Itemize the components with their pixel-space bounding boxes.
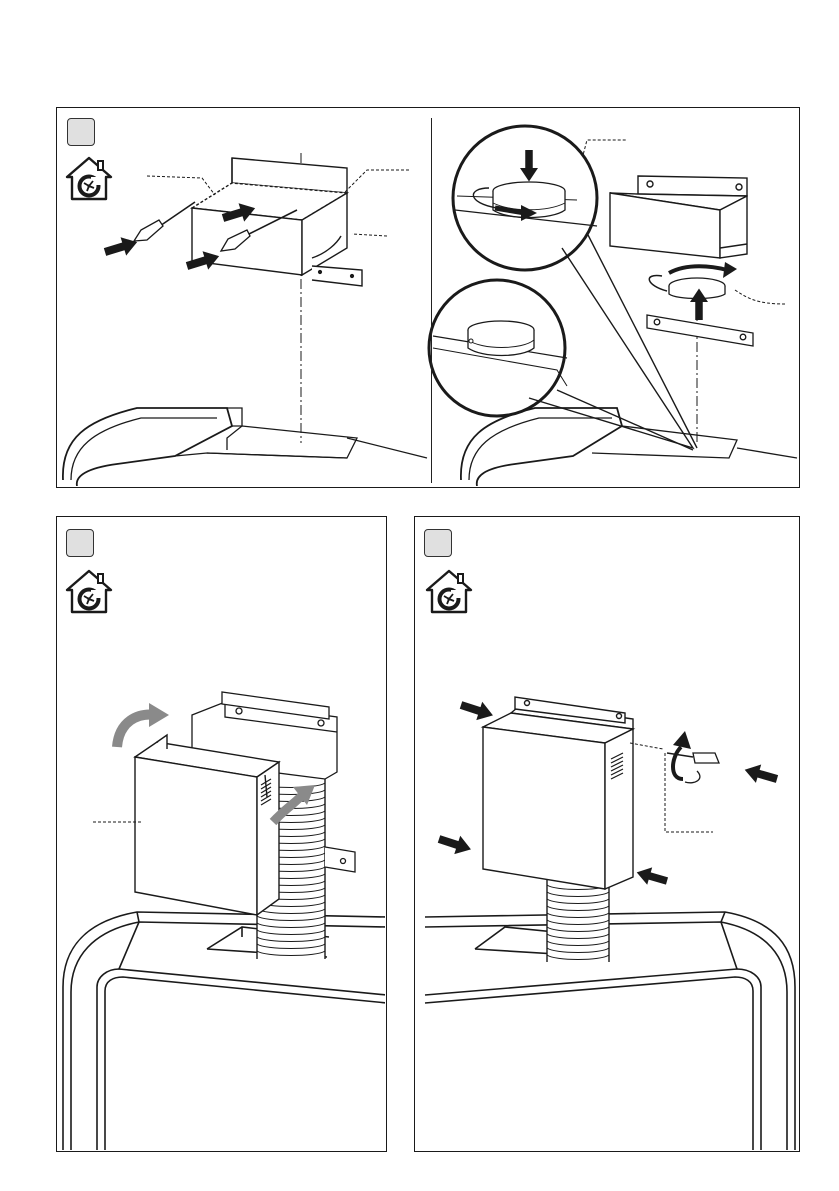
panel-divider xyxy=(431,118,432,483)
rotate-arrow-ring xyxy=(649,276,667,291)
house-recirculation-icon xyxy=(427,571,471,612)
callout-line-1 xyxy=(147,176,215,195)
hood-top-right-sub xyxy=(461,408,797,486)
push-arrow-1 xyxy=(102,233,140,261)
duct-box-left xyxy=(192,158,362,286)
push-arrow-top-br xyxy=(458,696,496,725)
hood-body-br xyxy=(425,912,795,1150)
zoom-circle-bottom xyxy=(429,280,567,416)
zoom-circle-top xyxy=(453,126,597,270)
instruction-panel-top xyxy=(56,107,800,488)
rotate-arrow-ring-top xyxy=(669,266,727,273)
hood-top-left-sub xyxy=(63,408,427,486)
hood-body-bl xyxy=(63,912,385,1150)
bottom-right-illustration xyxy=(415,517,798,1150)
screw-path xyxy=(630,743,663,749)
bottom-left-illustration xyxy=(57,517,385,1150)
callout-ring xyxy=(735,290,785,304)
push-arrow-bottom-br xyxy=(634,864,669,890)
screwdriver-icon-upper xyxy=(134,202,195,241)
callout-line-2 xyxy=(345,170,409,192)
duct-box-right xyxy=(610,176,747,258)
house-recirculation-icon xyxy=(67,571,111,612)
cover-panel-bl xyxy=(135,735,279,915)
callout-line-3 xyxy=(352,234,387,236)
push-arrow-right-br xyxy=(742,761,780,789)
cover-body-br xyxy=(483,697,633,889)
instruction-panel-bottom-right xyxy=(414,516,800,1152)
rotate-arrow-br xyxy=(673,747,683,779)
house-recirculation-icon xyxy=(67,158,111,199)
push-arrow-left-br xyxy=(436,830,474,859)
instruction-panel-bottom-left xyxy=(56,516,387,1152)
top-illustration xyxy=(57,108,798,486)
